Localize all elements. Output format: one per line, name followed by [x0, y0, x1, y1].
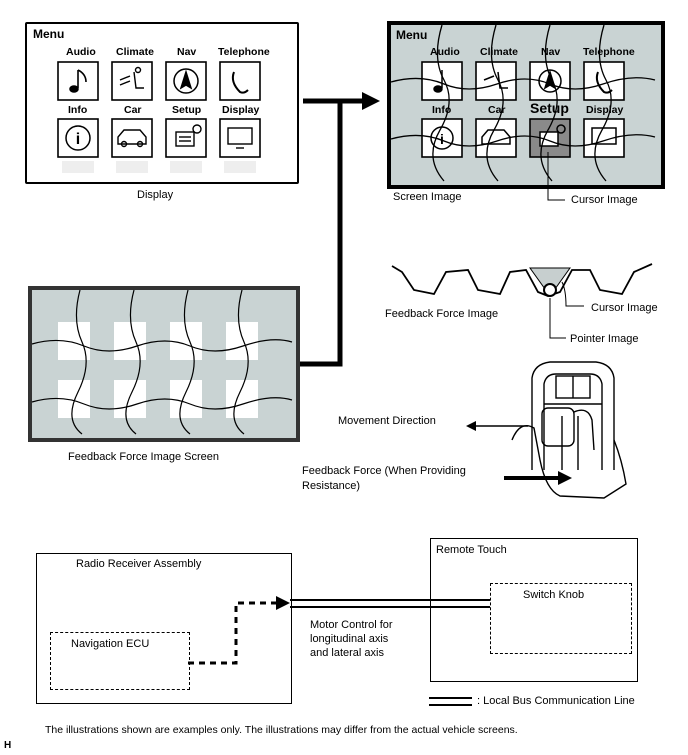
label-car: Car: [124, 104, 142, 116]
label-climate: Climate: [116, 46, 154, 58]
screen-menu-title: Menu: [396, 28, 428, 42]
movement-direction-label: Movement Direction: [338, 415, 436, 427]
screen-label-display: Display: [586, 104, 624, 116]
compass-icon: [173, 68, 199, 94]
tile-audio: [57, 61, 99, 101]
setup-gear-icon: [175, 124, 202, 147]
cursor-triangle: [529, 267, 571, 297]
display-caption: Display: [137, 189, 174, 201]
flow-arrow-connector: [298, 92, 380, 367]
arrow-head-right: [362, 92, 380, 110]
pointer-image-label: Pointer Image: [570, 333, 639, 345]
display-menu-icons: i: [57, 61, 261, 173]
motor-control-line3: and lateral axis: [310, 647, 384, 659]
info-icon: i: [65, 125, 91, 151]
screen-label-car: Car: [488, 104, 506, 116]
label-info: Info: [68, 104, 88, 116]
screen-label-info: Info: [432, 104, 452, 116]
radio-receiver-label: Radio Receiver Assembly: [76, 558, 202, 570]
seat-airflow-icon: [119, 66, 144, 89]
motor-control-line1: Motor Control for: [310, 619, 393, 631]
cursor-image-label-wave: Cursor Image: [591, 302, 658, 314]
feedback-force-grid: [31, 289, 293, 435]
feedback-force-wave: [391, 263, 653, 339]
switch-knob-box: [490, 583, 632, 654]
monitor-icon: [227, 127, 253, 149]
feedback-force-image-caption: Feedback Force Image: [385, 308, 499, 320]
screen-image-grid: i: [390, 24, 656, 201]
label-audio: Audio: [66, 46, 96, 58]
remote-touch-knob-illustration: [466, 361, 627, 499]
feedback-screen-caption: Feedback Force Image Screen: [68, 451, 220, 463]
svg-text:i: i: [440, 131, 444, 147]
motor-control-line2: longitudinal axis: [310, 633, 389, 645]
screen-label-climate: Climate: [480, 46, 518, 58]
remote-touch-label: Remote Touch: [436, 544, 507, 556]
block-connections: [188, 596, 490, 706]
corner-mark: H: [4, 740, 12, 751]
screen-label-setup-highlighted: Setup: [530, 100, 569, 116]
screen-label-nav: Nav: [541, 46, 561, 58]
phone-icon: [231, 71, 249, 94]
tile-setup: [165, 118, 207, 158]
dashed-arrow-head: [276, 596, 290, 610]
menu-title: Menu: [33, 27, 65, 41]
screen-image-caption: Screen Image: [393, 191, 462, 203]
screen-label-telephone: Telephone: [583, 46, 635, 58]
remote-touch-box: [430, 538, 638, 682]
switch-knob-label: Switch Knob: [523, 589, 585, 601]
label-nav: Nav: [177, 46, 197, 58]
navigation-ecu-box: [50, 632, 190, 690]
movement-arrow-head: [466, 421, 476, 431]
pointer-ball: [543, 283, 557, 297]
tile-telephone: [219, 61, 261, 101]
radio-receiver-box: [36, 553, 292, 704]
feedback-force-label-line1: Feedback Force (When Providing: [302, 465, 466, 477]
svg-text:i: i: [76, 131, 80, 148]
car-icon: [117, 129, 147, 148]
music-note-icon: [69, 69, 87, 93]
footnote: The illustrations shown are examples onl…: [45, 724, 518, 736]
screen-label-audio: Audio: [430, 46, 460, 58]
force-arrow-head: [558, 471, 572, 485]
feedback-force-label-line2: Resistance): [302, 480, 361, 492]
label-setup: Setup: [172, 104, 202, 116]
legend-label: : Local Bus Communication Line: [477, 695, 635, 707]
label-display: Display: [222, 104, 260, 116]
navigation-ecu-label: Navigation ECU: [71, 638, 150, 650]
label-telephone: Telephone: [218, 46, 270, 58]
tile-display: [219, 118, 261, 158]
tile-climate: [111, 61, 153, 101]
cursor-image-label-top: Cursor Image: [571, 194, 638, 206]
